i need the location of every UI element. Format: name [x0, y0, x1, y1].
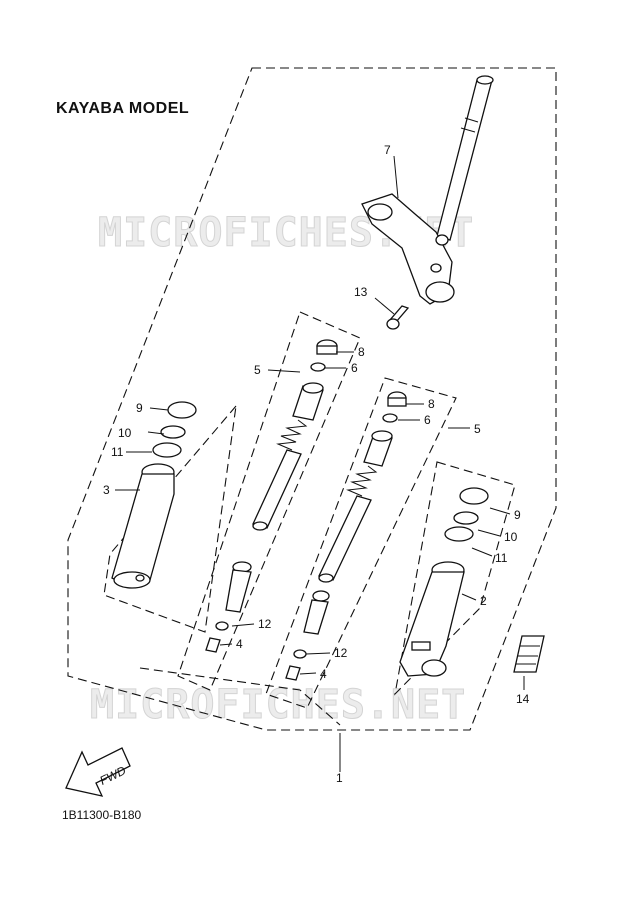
diagram-title: KAYABA MODEL — [56, 100, 190, 117]
callout-12-left: 12 — [258, 617, 272, 631]
callout-7: 7 — [384, 143, 391, 157]
leader-lines — [115, 155, 525, 772]
callout-11-right: 11 — [495, 551, 508, 565]
watermark-bottom: MICROFICHES.NET — [90, 682, 466, 728]
callout-5-right: 5 — [474, 422, 481, 436]
drawing-code: 1B11300-B180 — [62, 808, 142, 822]
group-boundary-left-fork — [177, 311, 361, 691]
callout-6-left: 6 — [351, 361, 358, 375]
left-outer-tube — [111, 401, 197, 589]
callout-6-right: 6 — [424, 413, 431, 427]
callout-10-left: 10 — [118, 426, 132, 440]
callout-labels: 1 2 3 4 4 5 5 6 6 7 8 8 9 9 10 10 11 11 … — [103, 143, 530, 785]
right-fork-parts — [285, 391, 407, 681]
bolt — [386, 305, 410, 330]
callout-4-right: 4 — [320, 667, 327, 681]
callout-10-right: 10 — [504, 530, 518, 544]
group-boundary-lower — [139, 667, 341, 726]
steering-stem — [361, 75, 494, 305]
callout-11-left: 11 — [111, 445, 124, 459]
callout-3: 3 — [103, 483, 110, 497]
right-outer-tube — [399, 487, 489, 677]
callout-13: 13 — [354, 285, 368, 299]
callout-14: 14 — [516, 692, 530, 706]
callout-1: 1 — [336, 771, 343, 785]
callout-2: 2 — [480, 594, 487, 608]
callout-9-right: 9 — [514, 508, 521, 522]
callout-4-left: 4 — [236, 637, 243, 651]
label-plate — [513, 635, 545, 673]
callout-9-left: 9 — [136, 401, 143, 415]
forward-arrow-icon: FWD — [65, 747, 131, 797]
callout-8-left: 8 — [358, 345, 365, 359]
callout-12-right: 12 — [334, 646, 348, 660]
callout-5-left: 5 — [254, 363, 261, 377]
callout-8-right: 8 — [428, 397, 435, 411]
group-boundary-right-tube — [394, 461, 516, 696]
left-fork-parts — [205, 339, 338, 653]
group-boundary-right-fork — [265, 377, 457, 709]
assembly-boundary — [67, 67, 557, 731]
